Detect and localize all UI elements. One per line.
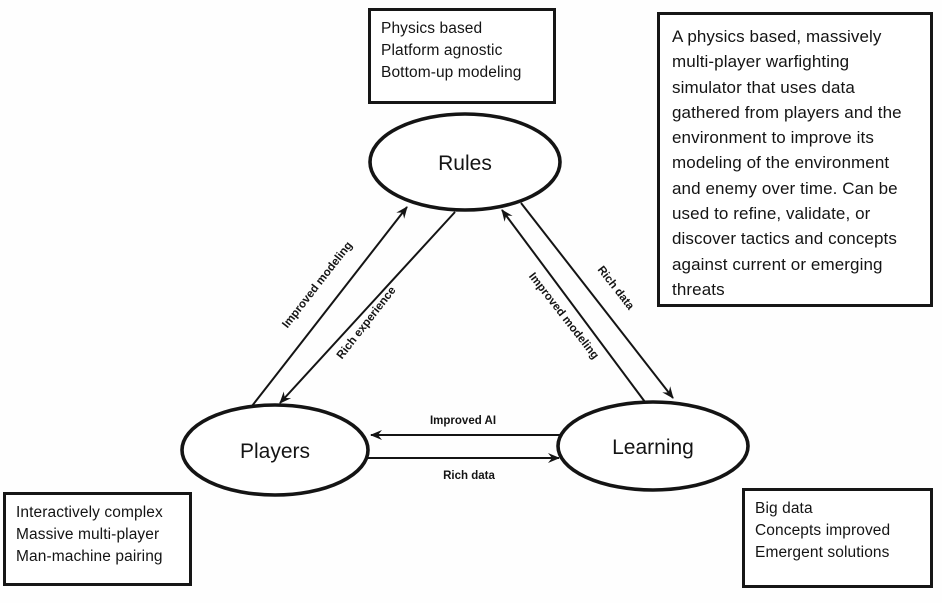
- players-notes-box: Interactively complex Massive multi-play…: [3, 492, 192, 586]
- learning-note-line: Concepts improved: [755, 522, 891, 539]
- edge-rules-to-learning: [520, 202, 674, 399]
- players-node: [180, 403, 370, 497]
- learning-note-line: Big data: [755, 500, 813, 517]
- description-box: A physics based, massively multi-player …: [657, 12, 933, 307]
- players-note-line: Interactively complex: [16, 504, 163, 521]
- players-note-line: Man-machine pairing: [16, 548, 163, 565]
- learning-notes-box: Big data Concepts improved Emergent solu…: [742, 488, 933, 588]
- learning-node-label: Learning: [612, 436, 694, 459]
- rules-note-line: Physics based: [381, 20, 483, 37]
- rules-node: [368, 112, 562, 212]
- rules-notes-box: Physics based Platform agnostic Bottom-u…: [368, 8, 556, 104]
- players-note-line: Massive multi-player: [16, 526, 160, 543]
- learning-note-line: Emergent solutions: [755, 544, 890, 561]
- edge-label-improved-ai: Improved AI: [430, 415, 496, 427]
- description-text: A physics based, massively multi-player …: [672, 27, 902, 299]
- edge-label-improved-modeling-left: Improved modeling: [280, 240, 355, 331]
- edge-label-rich-experience: Rich experience: [335, 285, 399, 362]
- rules-note-line: Platform agnostic: [381, 42, 503, 59]
- rules-node-label: Rules: [438, 152, 492, 175]
- edge-players-to-rules: [251, 206, 408, 407]
- edge-label-improved-modeling-right: Improved modeling: [526, 271, 601, 362]
- rules-note-line: Bottom-up modeling: [381, 64, 522, 81]
- learning-node: [556, 400, 750, 492]
- players-node-label: Players: [240, 440, 310, 463]
- edge-label-rich-data-lower: Rich data: [443, 470, 495, 482]
- edge-learning-to-rules: [501, 209, 646, 403]
- edge-rules-to-players: [279, 211, 456, 404]
